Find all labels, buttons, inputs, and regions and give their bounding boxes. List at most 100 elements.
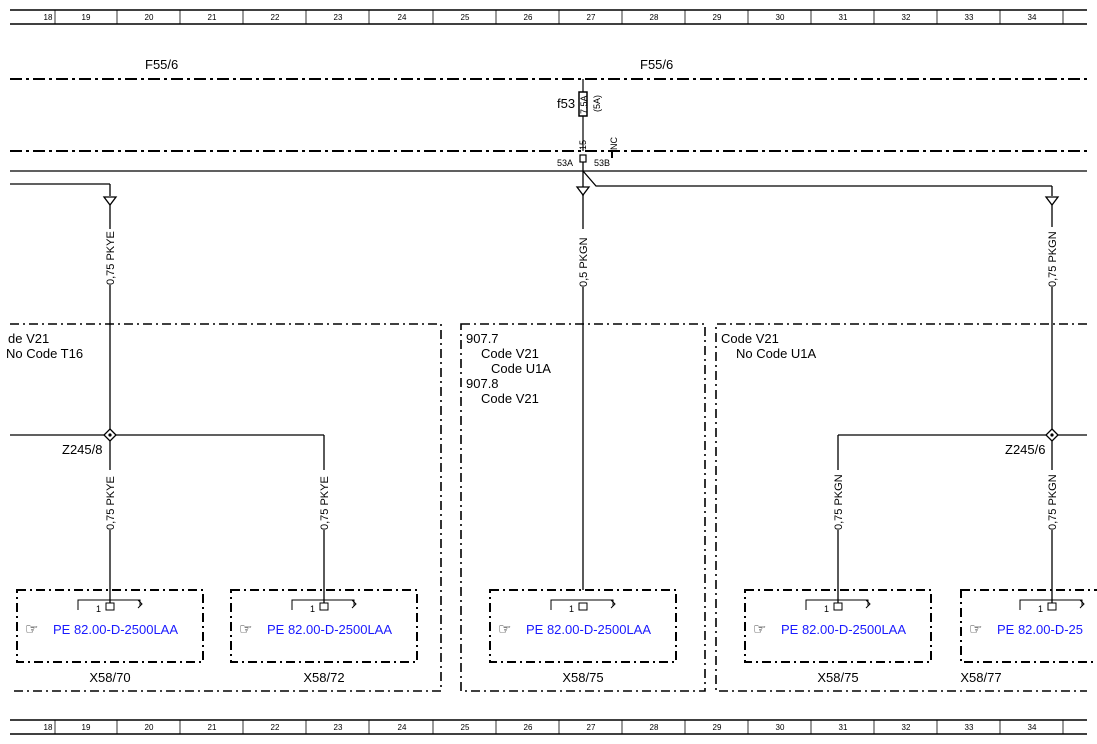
wire-arrow-icon: [102, 196, 118, 207]
zone-center-line2: Code V21: [481, 346, 539, 361]
reference-link[interactable]: PE 82.00-D-2500LAA: [526, 622, 651, 637]
ruler-number: 23: [334, 723, 343, 732]
reference-link[interactable]: PE 82.00-D-2500LAA: [267, 622, 392, 637]
fuse-terminal: 15 NC 53A 53B: [557, 137, 619, 168]
connector-id: X58/70: [89, 670, 130, 685]
zone-right-line1: Code V21: [721, 331, 779, 346]
ruler-number: 33: [965, 13, 974, 22]
ruler-number: 30: [776, 723, 785, 732]
ruler-number: 23: [334, 13, 343, 22]
connector-pin: 1: [1038, 604, 1043, 614]
fuse-f53[interactable]: f53 7.5A (5A): [557, 79, 602, 151]
connector-box: [230, 589, 418, 663]
zone-center: [460, 323, 706, 692]
zone-center-line4: 907.8: [466, 376, 499, 391]
zone-center-line1: 907.7: [466, 331, 499, 346]
terminal-53b: 53B: [594, 158, 610, 168]
ruler-number: 25: [461, 13, 470, 22]
connector-pin: 1: [96, 604, 101, 614]
ruler-number: 34: [1028, 723, 1037, 732]
ruler-number: 28: [650, 723, 659, 732]
connector-pin: 1: [569, 604, 574, 614]
ruler-number: 18: [44, 13, 53, 22]
ruler-number: 19: [82, 723, 91, 732]
connector-box: [489, 589, 677, 663]
pin-spring-icon: [1079, 599, 1085, 609]
zone-left-line2: No Code T16: [6, 346, 83, 361]
reference-link[interactable]: PE 82.00-D-2500LAA: [781, 622, 906, 637]
fuse-nc-label: NC: [609, 137, 619, 150]
ruler-number: 19: [82, 13, 91, 22]
reference-link[interactable]: PE 82.00-D-25: [997, 622, 1083, 637]
fuse-pin-top: 15: [578, 140, 588, 150]
ruler-number: 29: [713, 13, 722, 22]
zone-left: [10, 323, 442, 692]
pointing-hand-icon[interactable]: ☞: [239, 621, 252, 638]
pin-socket-icon: [578, 602, 588, 611]
connector-pin: 1: [824, 604, 829, 614]
terminal-53a: 53A: [557, 158, 573, 168]
branch-wires: [109, 530, 1053, 603]
zone-right: [715, 323, 1087, 692]
ruler-number: 26: [524, 723, 533, 732]
connector-id: X58/75: [562, 670, 603, 685]
pointing-hand-icon[interactable]: ☞: [969, 621, 982, 638]
connector-box: [960, 589, 1097, 663]
ruler-number: 20: [145, 13, 154, 22]
rail-label-right: F55/6: [640, 57, 673, 72]
pointing-hand-icon[interactable]: ☞: [498, 621, 511, 638]
connector-X58-70[interactable]: 1 ☞ PE 82.00-D-2500LAA X58/70: [16, 589, 204, 685]
connector-X58-75[interactable]: 1 ☞ PE 82.00-D-2500LAA X58/75: [489, 589, 677, 685]
bus-wires: [10, 162, 1087, 187]
ruler-number: 29: [713, 723, 722, 732]
ruler-number: 31: [839, 723, 848, 732]
reference-link[interactable]: PE 82.00-D-2500LAA: [53, 622, 178, 637]
connector-box: [16, 589, 204, 663]
pin-socket-icon: [319, 602, 329, 611]
ruler-number: 27: [587, 723, 596, 732]
pin-spring-icon: [137, 599, 143, 609]
connector-pin: 1: [310, 604, 315, 614]
terminal-bracket: [291, 599, 355, 610]
connector-box: [744, 589, 932, 663]
wire-label-left-branch-2: 0,75 PKYE: [319, 476, 331, 530]
terminal-bracket: [550, 599, 614, 610]
terminal-bracket: [77, 599, 141, 610]
ruler-number: 31: [839, 13, 848, 22]
wire-label-right-main: 0,75 PKGN: [1047, 231, 1059, 287]
pointing-hand-icon[interactable]: ☞: [25, 621, 38, 638]
pin-spring-icon: [610, 599, 616, 609]
wire-label-right-branch-2: 0,75 PKGN: [1047, 474, 1059, 530]
wire-arrow-icon: [575, 186, 591, 197]
ruler-number: 28: [650, 13, 659, 22]
zone-center-line3: Code U1A: [491, 361, 551, 376]
pin-socket-icon: [105, 602, 115, 611]
wire-arrow-icon: [1044, 196, 1060, 207]
splice-right[interactable]: Z245/6: [837, 428, 1087, 470]
wire-label-left-branch-1: 0,75 PKYE: [105, 476, 117, 530]
wire-label-right-branch-1: 0,75 PKGN: [833, 474, 845, 530]
ruler-number: 20: [145, 723, 154, 732]
splice-left[interactable]: Z245/8: [10, 428, 325, 470]
ruler-number: 24: [398, 13, 407, 22]
ruler-number: 27: [587, 13, 596, 22]
connector-id: X58/77: [960, 670, 1001, 685]
fuse-alt-rating: (5A): [592, 95, 602, 112]
splice-right-label: Z245/6: [1005, 442, 1045, 457]
splice-left-label: Z245/8: [62, 442, 102, 457]
zone-left-line1: de V21: [8, 331, 49, 346]
zone-right-line2: No Code U1A: [736, 346, 817, 361]
pointing-hand-icon[interactable]: ☞: [753, 621, 766, 638]
zone-center-line5: Code V21: [481, 391, 539, 406]
fuse-name: f53: [557, 96, 575, 111]
ruler-number: 34: [1028, 13, 1037, 22]
fuse-rating: 7.5A: [579, 95, 589, 114]
ruler-number: 22: [271, 723, 280, 732]
ruler-number: 24: [398, 723, 407, 732]
ruler-number: 30: [776, 13, 785, 22]
